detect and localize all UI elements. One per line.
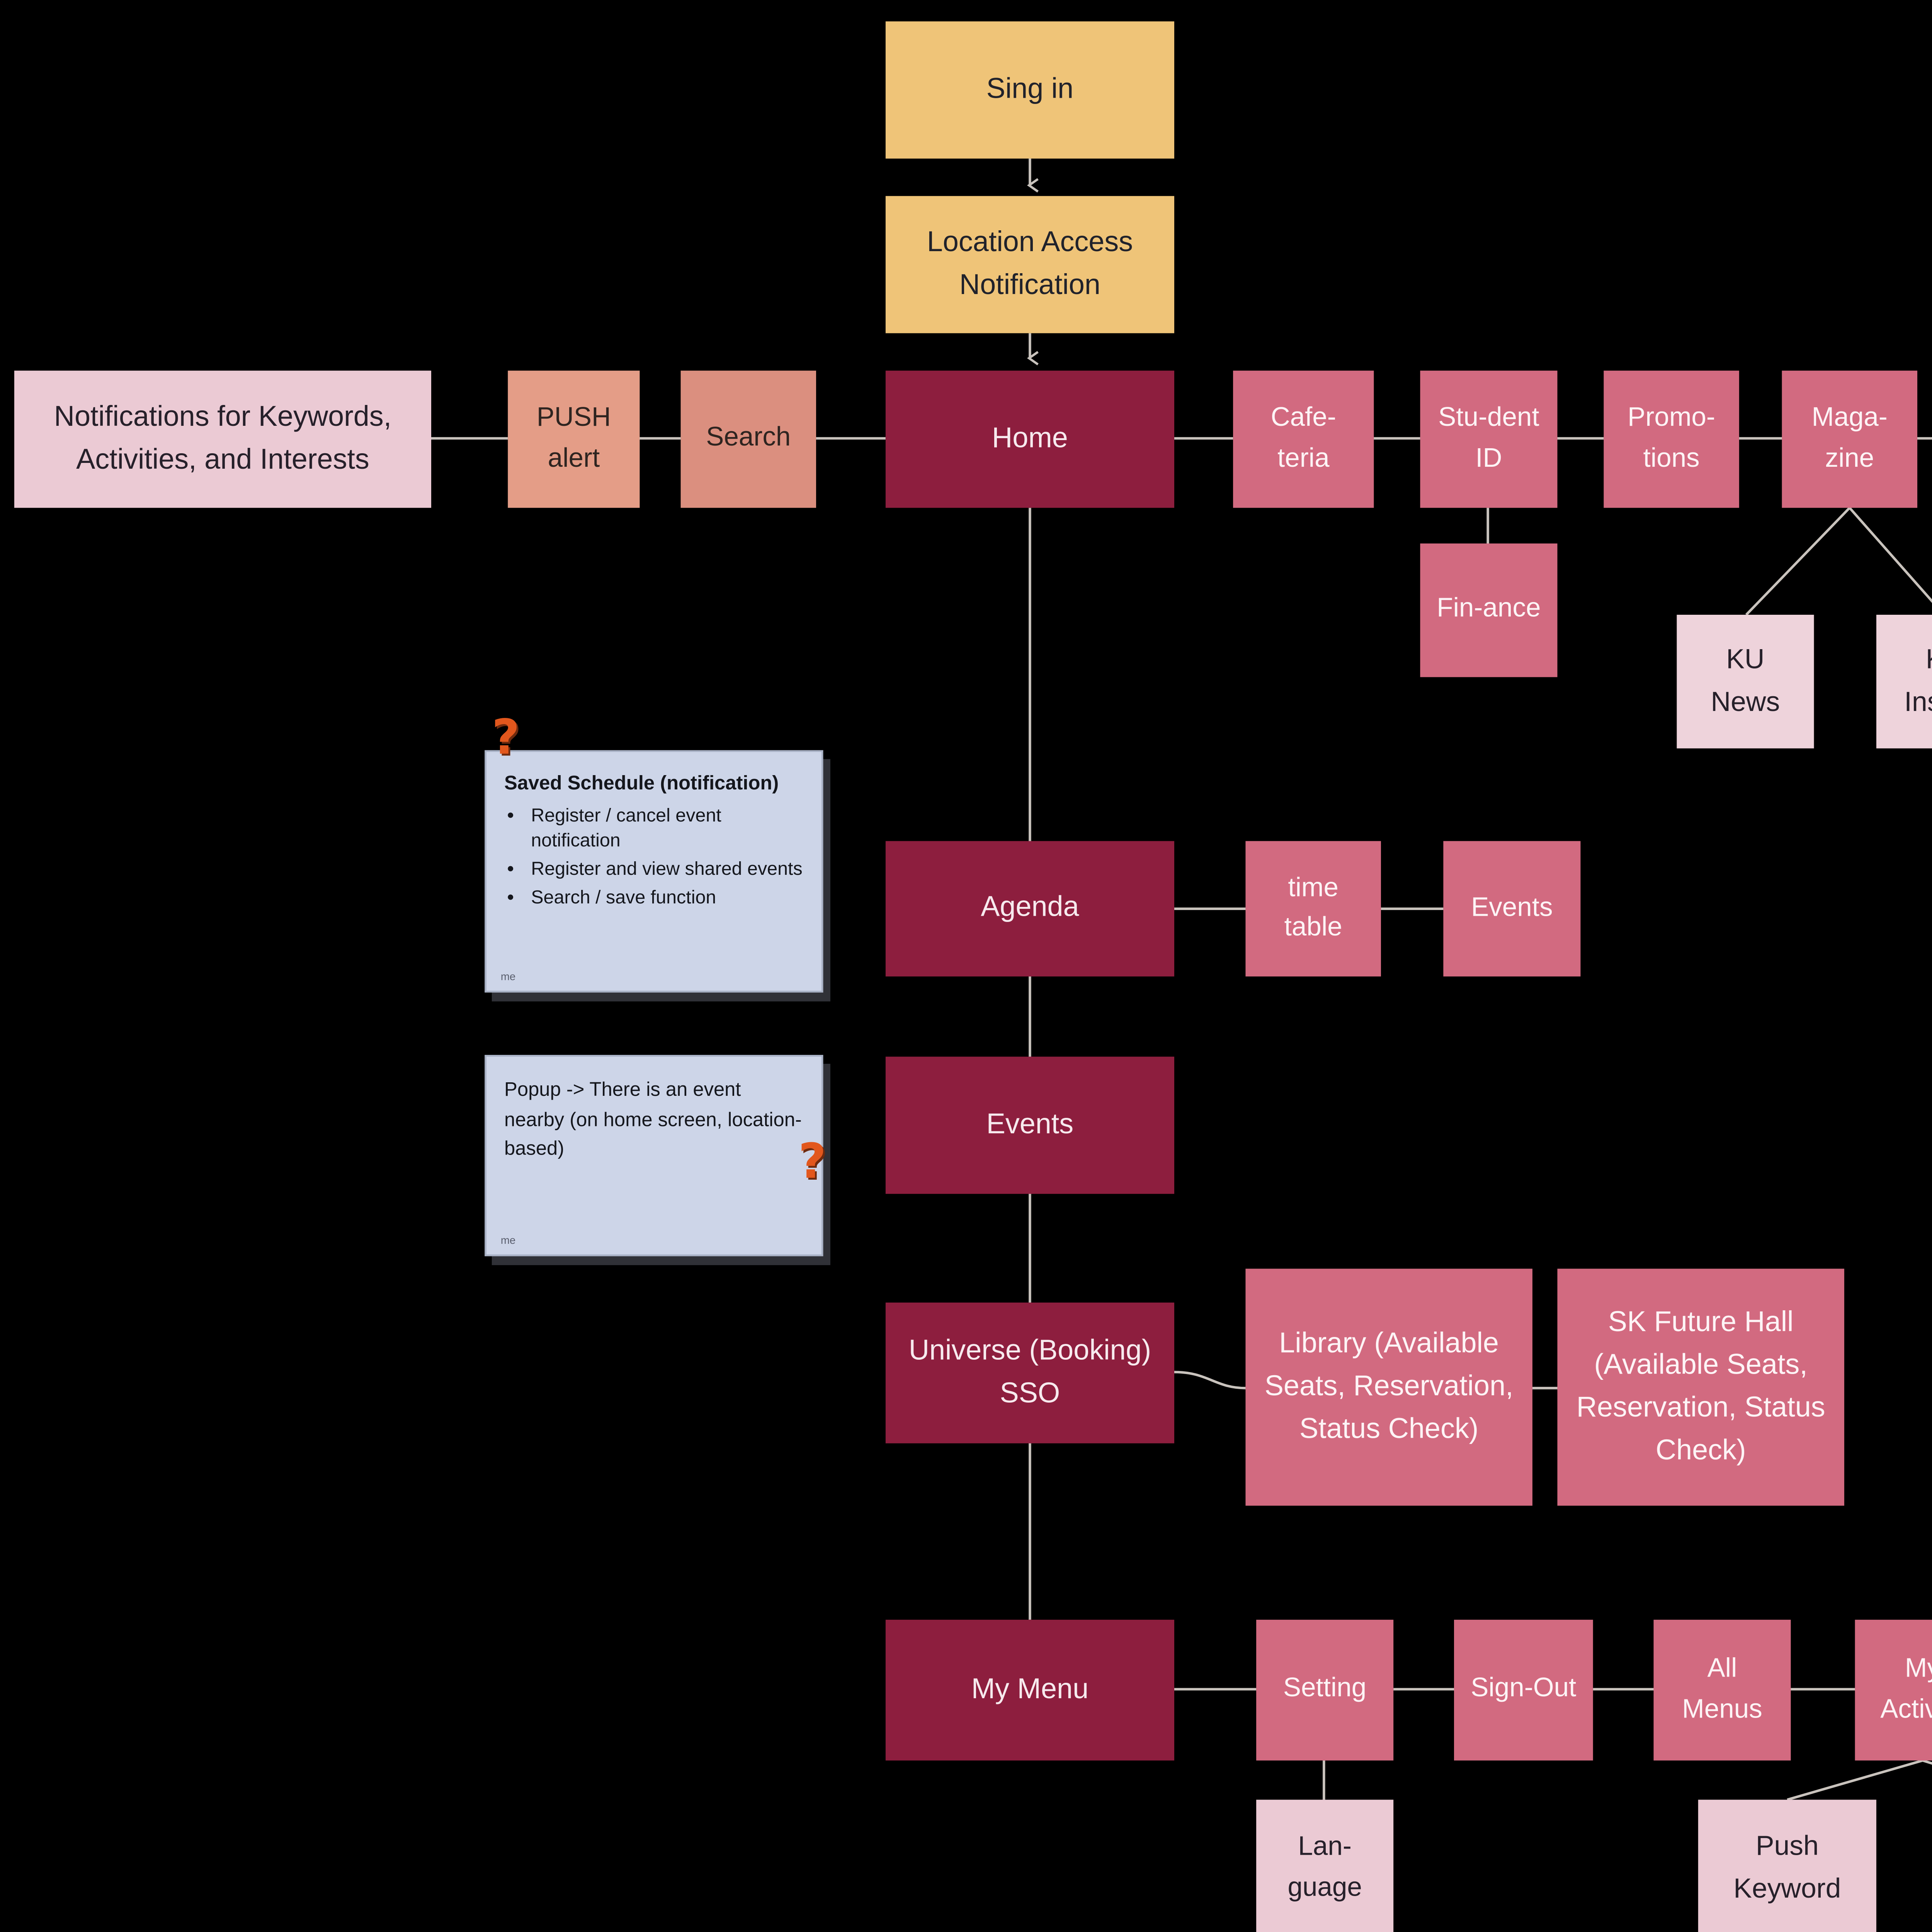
node-search[interactable]: Search	[680, 371, 816, 508]
node-cafeteria[interactable]: Cafe-teria	[1233, 371, 1374, 508]
note-item: Register and view shared events	[531, 857, 804, 883]
node-location-access-notification[interactable]: Location Access Notification	[885, 196, 1174, 333]
note-author: me	[500, 973, 516, 984]
node-all-menus[interactable]: All Menus	[1653, 1619, 1791, 1761]
node-notifications-keywords[interactable]: Notifications for Keywords, Activities, …	[14, 371, 431, 508]
node-finance[interactable]: Fin-ance	[1420, 543, 1558, 677]
note-item: Register / cancel event notification	[531, 803, 804, 854]
node-library[interactable]: Library (Available Seats, Reservation, S…	[1245, 1269, 1532, 1506]
note-title: Saved Schedule (notification)	[504, 773, 779, 795]
note-item: Search / save function	[531, 886, 804, 912]
node-promotions[interactable]: Promo-tions	[1604, 371, 1739, 508]
note-text: Popup -> There is an event nearby (on ho…	[504, 1080, 802, 1160]
node-universe-sso[interactable]: Universe (Booking) SSO	[885, 1303, 1174, 1444]
node-events[interactable]: Events	[885, 1056, 1174, 1194]
node-magazine[interactable]: Maga-zine	[1782, 371, 1917, 508]
node-setting[interactable]: Setting	[1256, 1619, 1394, 1761]
sticky-note-saved-schedule[interactable]: Saved Schedule (notification) Register /…	[485, 750, 823, 993]
node-my-activity[interactable]: My Activity	[1855, 1619, 1932, 1761]
note-author: me	[500, 1236, 516, 1248]
node-push-keyword[interactable]: Push Keyword	[1698, 1799, 1876, 1932]
node-language[interactable]: Lan-guage	[1256, 1799, 1394, 1932]
node-ku-insight[interactable]: KU Insight	[1876, 614, 1932, 748]
node-agenda[interactable]: Agenda	[885, 841, 1174, 977]
note-bullet-list: Register / cancel event notification Reg…	[504, 803, 804, 912]
sticky-note-popup-event[interactable]: Popup -> There is an event nearby (on ho…	[485, 1055, 823, 1257]
node-student-id[interactable]: Stu-dent ID	[1420, 371, 1558, 508]
node-sign-out[interactable]: Sign-Out	[1454, 1619, 1593, 1761]
node-timetable[interactable]: time table	[1245, 841, 1381, 977]
question-mark-icon: ?	[492, 711, 520, 766]
node-push-alert-left[interactable]: PUSH alert	[508, 371, 640, 508]
node-my-menu[interactable]: My Menu	[885, 1619, 1174, 1761]
node-sk-future-hall[interactable]: SK Future Hall (Available Seats, Reserva…	[1557, 1269, 1844, 1506]
node-events-sub[interactable]: Events	[1443, 841, 1581, 977]
node-sign-in[interactable]: Sing in	[885, 21, 1174, 159]
node-ku-news[interactable]: KU News	[1677, 614, 1814, 748]
node-home[interactable]: Home	[885, 371, 1174, 508]
question-mark-icon: ?	[798, 1135, 827, 1190]
